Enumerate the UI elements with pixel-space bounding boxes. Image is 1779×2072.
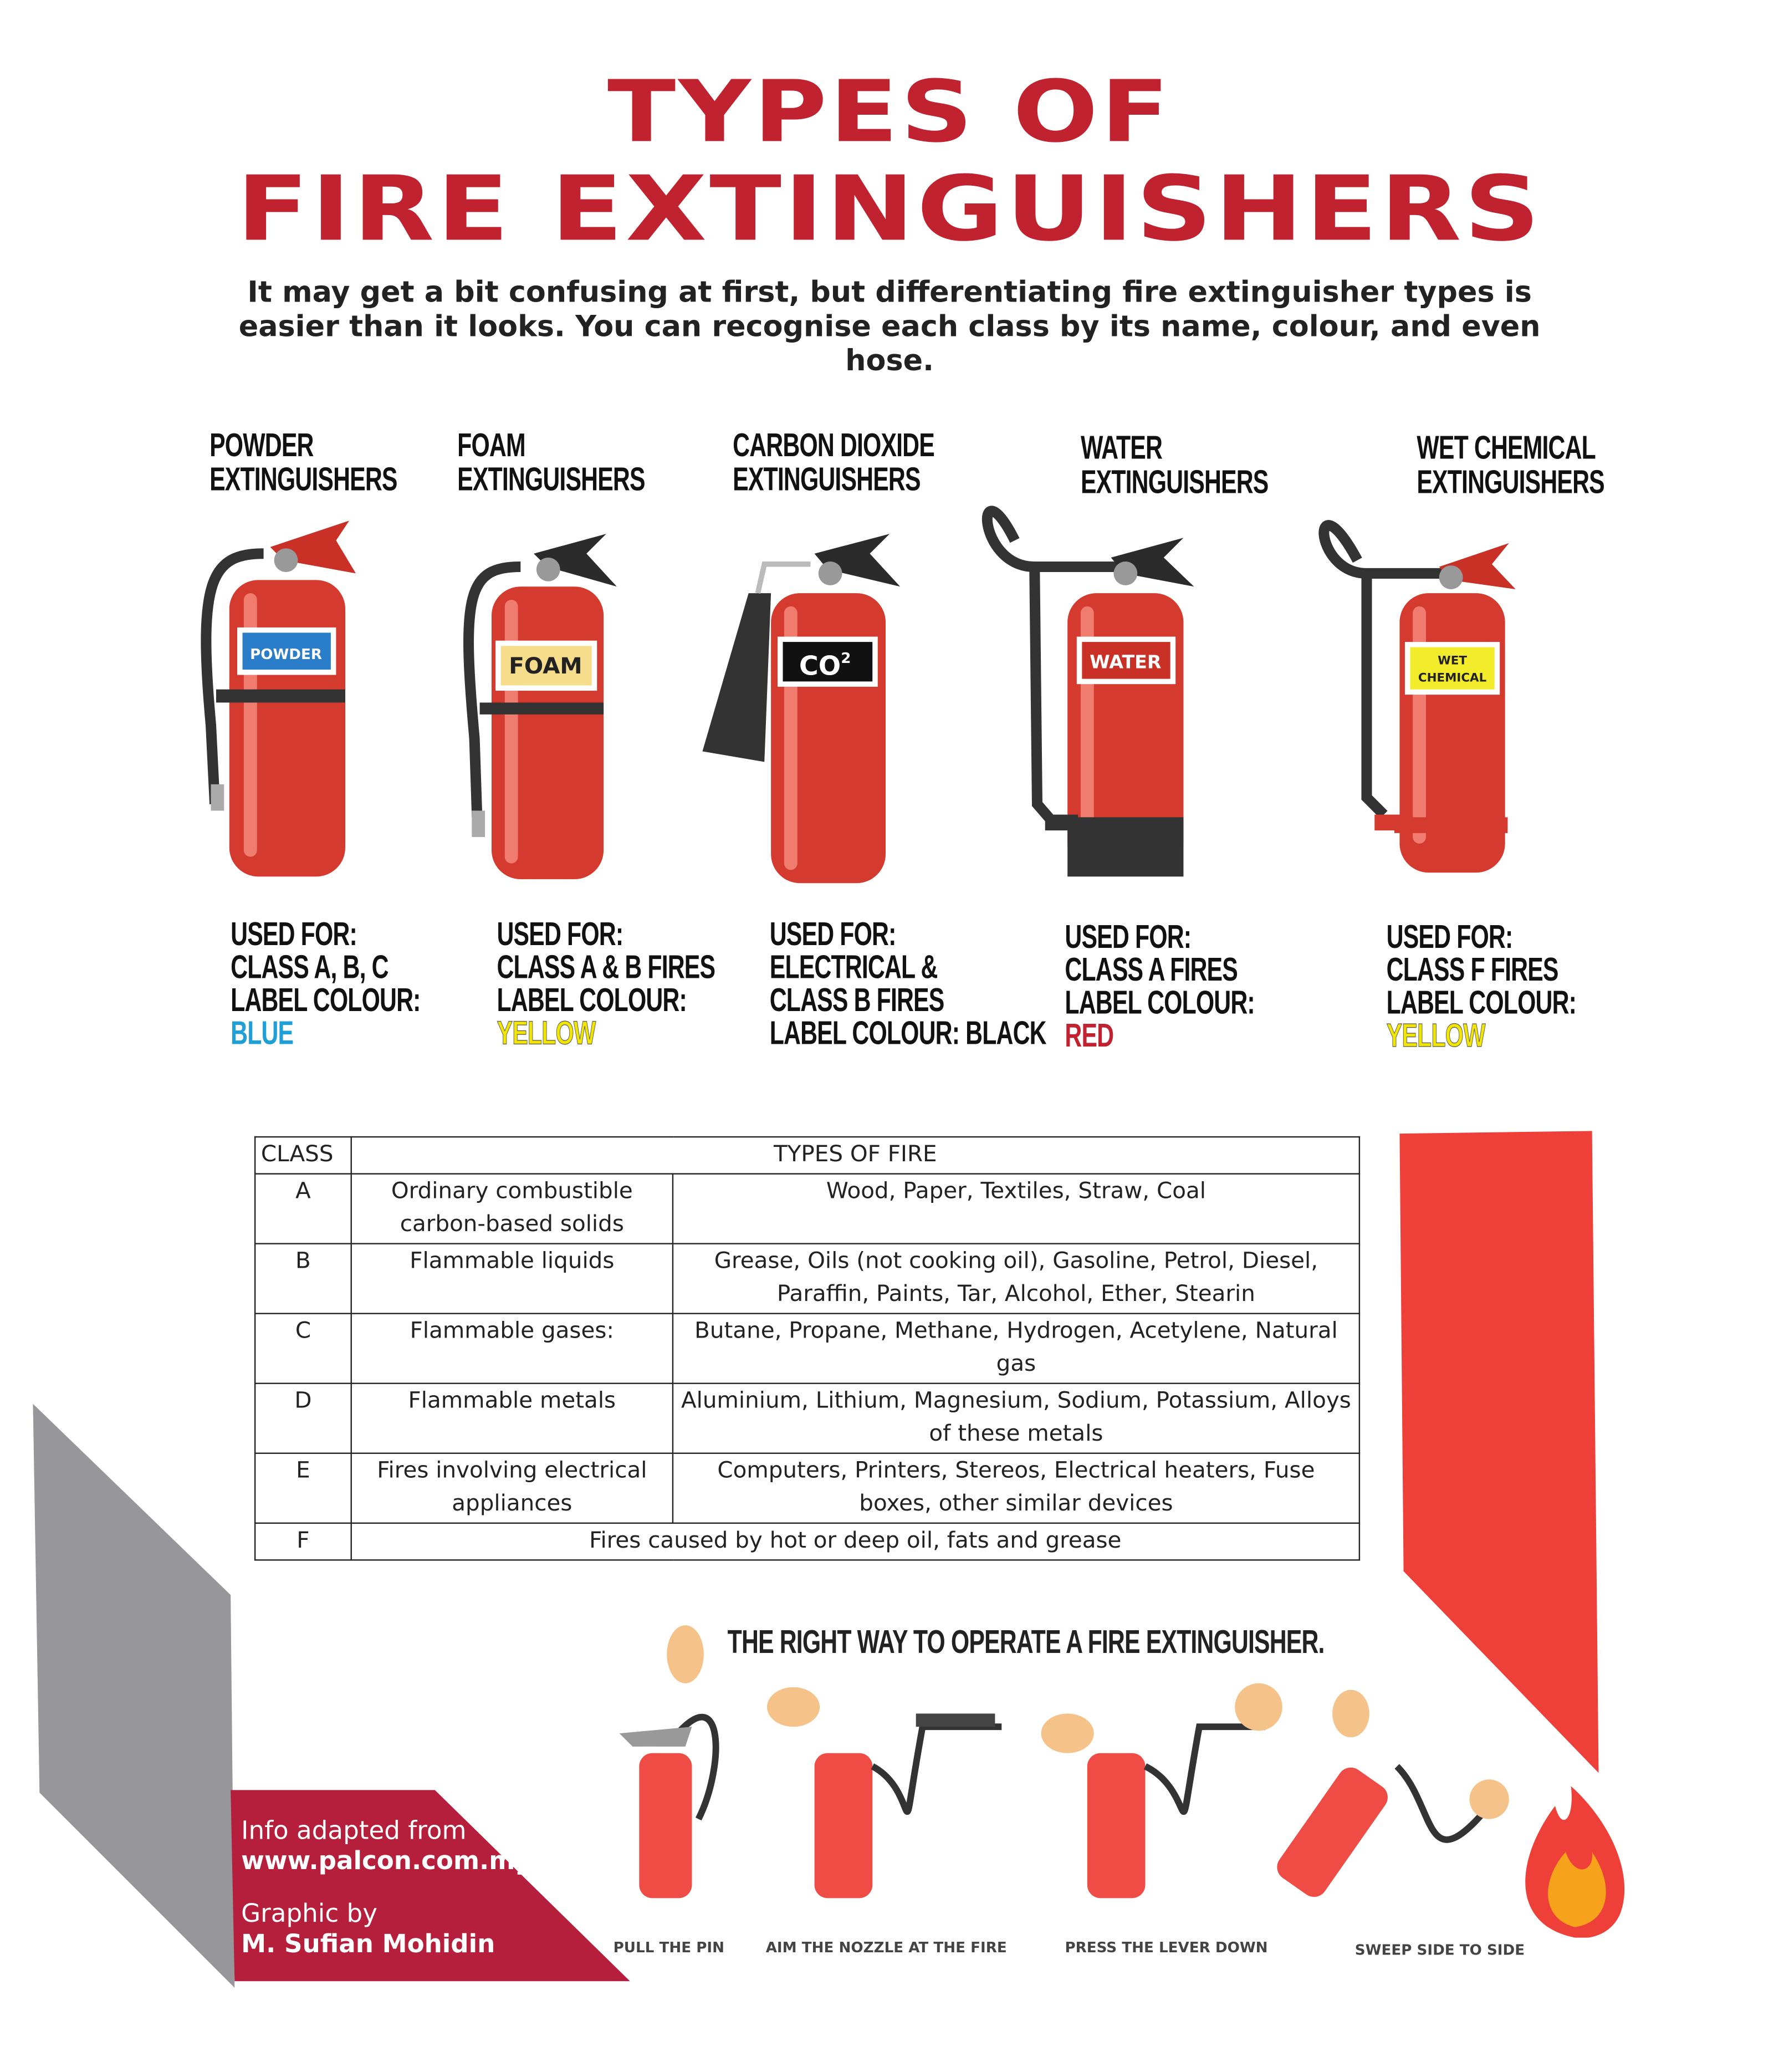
label-colour-value: YELLOW xyxy=(1386,1017,1486,1055)
info-label: Info adapted from xyxy=(241,1816,467,1846)
step-pull-pin: PULL THE PIN xyxy=(613,1939,725,1956)
co2-used-for: USED FOR:ELECTRICAL &CLASS B FIRES LABEL… xyxy=(769,916,1047,1052)
info-source: www.palcon.com.my xyxy=(241,1846,531,1876)
grey-panel xyxy=(33,1404,235,1988)
wet-chemical-extinguisher-icon: WET CHEMICAL xyxy=(1318,520,1516,873)
extinguisher-illustrations: POWDER FOAM CO2 xyxy=(201,506,1516,884)
operate-heading: THE RIGHT WAY TO OPERATE A FIRE EXTINGUI… xyxy=(727,1624,1325,1661)
aim-nozzle-step-icon xyxy=(766,1687,1002,1899)
svg-text:FOAM: FOAM xyxy=(509,652,582,679)
powder-extinguisher-icon: POWDER xyxy=(201,520,356,877)
step-aim-nozzle: AIM THE NOZZLE AT THE FIRE xyxy=(765,1939,1007,1956)
title-line-1: TYPES OF xyxy=(607,61,1172,161)
table-header-row: CLASS TYPES OF FIRE xyxy=(254,1136,1361,1175)
label-colour-value: BLUE xyxy=(231,1015,294,1052)
red-panel xyxy=(1399,1131,1599,1773)
title-line-2: FIRE EXTINGUISHERS xyxy=(236,156,1543,261)
step-press-lever: PRESS THE LEVER DOWN xyxy=(1065,1939,1268,1956)
press-lever-step-icon xyxy=(1041,1683,1282,1899)
label-colour-value: RED xyxy=(1065,1017,1114,1055)
co2-extinguisher-icon: CO2 xyxy=(702,534,901,884)
svg-text:WET: WET xyxy=(1438,654,1467,668)
credit-panel xyxy=(231,1790,630,1982)
label-colour-value: LABEL COLOUR: BLACK xyxy=(769,1015,1047,1052)
credits: Info adapted from www.palcon.com.my Grap… xyxy=(241,1816,531,1960)
svg-text:CHEMICAL: CHEMICAL xyxy=(1418,671,1487,685)
foam-extinguisher-icon: FOAM xyxy=(463,534,617,880)
water-extinguisher-icon: WATER xyxy=(981,506,1194,877)
header-types-of-fire: TYPES OF FIRE xyxy=(350,1136,1361,1175)
graphic-label: Graphic by xyxy=(241,1899,377,1929)
graphic-author: M. Sufian Mohidin xyxy=(241,1930,495,1959)
sweep-step-icon xyxy=(1277,1690,1509,1897)
operating-steps-illustration xyxy=(619,1625,1625,1938)
svg-text:CO2: CO2 xyxy=(799,650,851,681)
pull-pin-step-icon xyxy=(619,1625,719,1899)
step-sweep: SWEEP SIDE TO SIDE xyxy=(1354,1941,1525,1959)
intro-text: It may get a bit confusing at first, but… xyxy=(238,277,1541,379)
flame-icon xyxy=(1525,1786,1625,1938)
svg-text:POWDER: POWDER xyxy=(250,646,322,663)
svg-text:WATER: WATER xyxy=(1090,651,1161,673)
label-colour-value: YELLOW xyxy=(497,1015,596,1052)
header-class: CLASS xyxy=(254,1136,352,1175)
